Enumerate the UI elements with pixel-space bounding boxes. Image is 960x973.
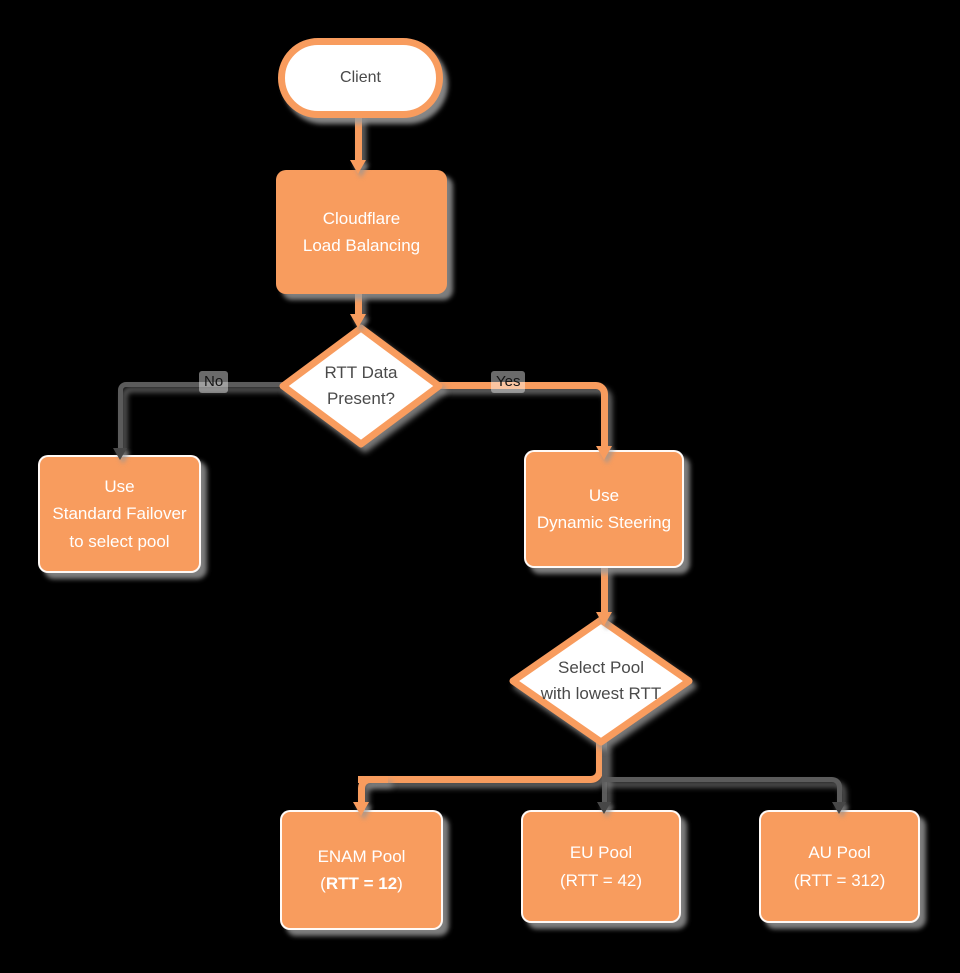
arrowhead-into-enam-pool — [353, 802, 369, 816]
standard-failover-label: Use Standard Failover to select pool — [52, 477, 187, 551]
edge-selectpool-to-enam — [358, 742, 603, 783]
rtt-decision-label: RTT Data Present? — [324, 362, 398, 408]
decision-diamond-shape — [279, 324, 443, 448]
arrowhead-into-au-pool — [832, 802, 846, 814]
au-pool-rtt: (RTT = 312) — [793, 870, 886, 890]
eu-pool-name: EU Pool — [569, 843, 633, 863]
eu-pool-node: EU Pool (RTT = 42) — [521, 810, 681, 923]
decision-diamond-shape — [509, 616, 693, 746]
enam-pool-node: ENAM Pool (RTT = 12) — [280, 810, 443, 930]
dynamic-steering-node: Use Dynamic Steering — [524, 450, 684, 568]
au-pool-node: AU Pool (RTT = 312) — [759, 810, 920, 923]
edge-steering-to-selectpool — [601, 566, 608, 614]
load-balancer-label: Cloudflare Load Balancing — [302, 208, 421, 255]
standard-failover-node: Use Standard Failover to select pool — [38, 455, 201, 573]
rtt-decision-node: RTT Data Present? — [275, 320, 447, 452]
edge-selectpool-to-au — [602, 777, 842, 805]
dynamic-steering-label: Use Dynamic Steering — [536, 485, 672, 532]
edge-yes-branch — [436, 382, 608, 450]
eu-pool-rtt: (RTT = 42) — [559, 870, 643, 890]
edge-label-yes: Yes — [491, 371, 526, 393]
au-pool-name: AU Pool — [808, 843, 871, 863]
arrowhead-into-standard-failover — [113, 448, 127, 460]
select-pool-node: Select Pool with lowest RTT — [505, 612, 697, 750]
arrowhead-into-rtt-decision — [350, 314, 366, 328]
edge-client-to-loadbalancer — [355, 114, 362, 164]
arrowhead-into-eu-pool — [597, 802, 611, 814]
enam-pool-name: ENAM Pool — [317, 846, 406, 866]
arrowhead-into-select-pool — [596, 612, 612, 626]
client-node: Client — [278, 38, 443, 118]
edge-loadbalancer-to-decision — [355, 292, 362, 318]
select-pool-label: Select Pool with lowest RTT — [540, 657, 662, 703]
enam-pool-rtt: (RTT = 12) — [320, 874, 403, 893]
edge-label-no: No — [199, 371, 229, 393]
edge-no-branch — [118, 382, 292, 452]
load-balancer-node: Cloudflare Load Balancing — [276, 170, 447, 294]
arrowhead-into-loadbalancer — [350, 160, 366, 174]
arrowhead-into-dynamic-steering — [596, 446, 612, 460]
edge-selectpool-to-enam-corner — [358, 776, 388, 810]
client-label: Client — [340, 69, 381, 86]
edge-selectpool-to-eu — [602, 742, 607, 804]
